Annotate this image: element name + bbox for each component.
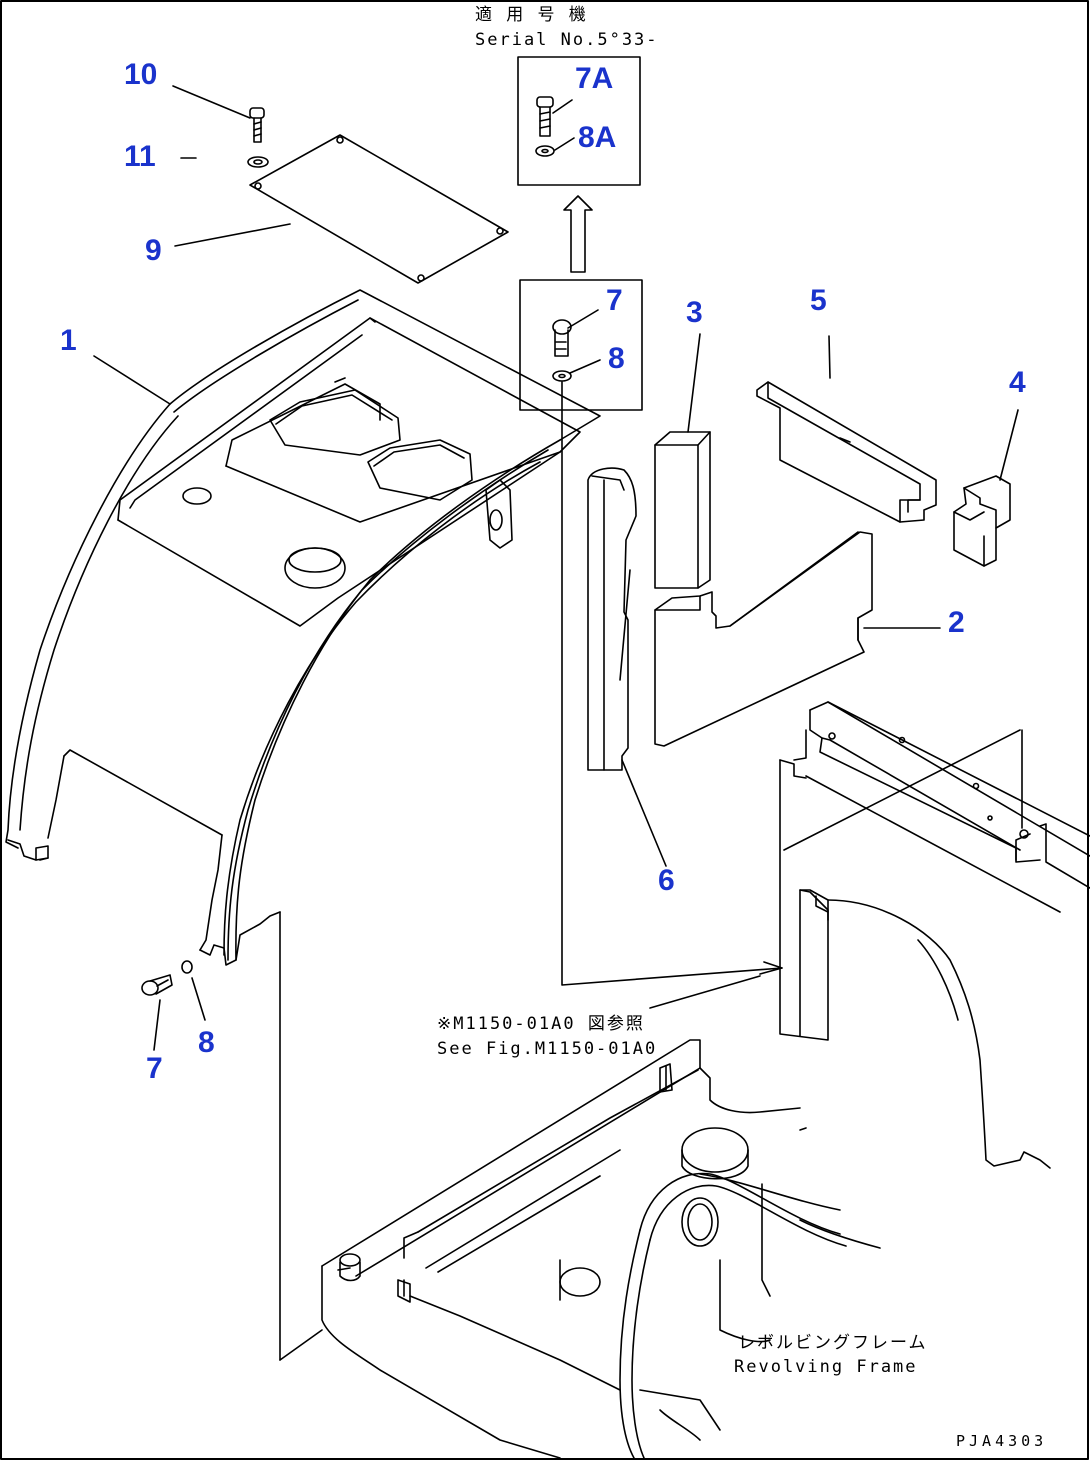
leader-7-top xyxy=(567,309,599,329)
arrow-head-icon xyxy=(759,961,783,975)
washer-part-8-lower xyxy=(181,960,193,974)
callout-11: 11 xyxy=(124,140,156,173)
callout-8-top: 8 xyxy=(608,342,625,375)
callout-7-bottom: 7 xyxy=(146,1052,163,1085)
mounting-line xyxy=(561,381,783,986)
pad-part-6 xyxy=(587,467,637,771)
serial-note-jp: 適 用 号 機 xyxy=(475,5,588,25)
revolving-frame xyxy=(279,775,1061,1459)
bolt-part-7-top xyxy=(552,319,572,357)
pad-part-5 xyxy=(756,381,937,523)
leader-3 xyxy=(687,333,701,433)
bolt-part-7a xyxy=(536,96,554,137)
callout-6: 6 xyxy=(658,864,675,897)
leader-8a xyxy=(554,137,575,151)
washer-part-11 xyxy=(247,156,269,168)
callout-8-bottom: 8 xyxy=(198,1026,215,1059)
arrow-up-icon xyxy=(563,195,593,273)
pad-part-2 xyxy=(654,531,873,747)
leader-9 xyxy=(174,223,291,247)
serial-note-en: Serial No.5°33- xyxy=(475,30,659,50)
callout-3: 3 xyxy=(686,296,703,329)
washer-part-8a xyxy=(535,145,555,157)
detail-box-7a-8a xyxy=(517,56,641,186)
leader-6 xyxy=(621,759,667,867)
leader-10 xyxy=(172,85,251,119)
callout-5: 5 xyxy=(810,284,827,317)
leader-5 xyxy=(828,335,831,379)
drawing-code: PJA4303 xyxy=(956,1432,1048,1450)
bolt-part-10 xyxy=(249,107,265,143)
frame-note-jp: レボルビングフレーム xyxy=(738,1333,928,1353)
leader-8-lower xyxy=(191,977,206,1021)
mounting-line-diagonal xyxy=(783,729,1021,851)
cover-plate-part-9 xyxy=(249,134,509,284)
callout-2: 2 xyxy=(948,606,965,639)
block-part-4 xyxy=(953,475,1011,567)
main-cover-part-1 xyxy=(5,289,601,966)
callout-1: 1 xyxy=(60,324,77,357)
leader-8-top xyxy=(569,359,601,374)
frame-note-en: Revolving Frame xyxy=(734,1357,918,1377)
callout-7a: 7A xyxy=(575,62,614,95)
reference-note-jp: ※M1150-01A0 図参照 xyxy=(437,1014,645,1034)
reference-note-en: See Fig.M1150-01A0 xyxy=(437,1039,658,1059)
leader-reference xyxy=(649,975,761,1009)
callout-4: 4 xyxy=(1009,366,1026,399)
pad-part-3 xyxy=(654,431,711,589)
bolt-part-7-lower xyxy=(141,974,173,996)
seat-bracket xyxy=(779,759,829,1041)
leader-1 xyxy=(93,355,171,405)
mounting-bracket xyxy=(793,701,1090,889)
callout-10: 10 xyxy=(124,58,158,91)
callout-8a: 8A xyxy=(578,121,617,154)
callout-9: 9 xyxy=(145,234,162,267)
callout-7-top: 7 xyxy=(606,284,623,317)
leader-7a xyxy=(552,99,573,114)
leader-4 xyxy=(999,409,1019,481)
leader-7-lower xyxy=(153,999,161,1051)
washer-part-8-top xyxy=(552,370,572,382)
detail-box-7-8 xyxy=(519,279,643,411)
